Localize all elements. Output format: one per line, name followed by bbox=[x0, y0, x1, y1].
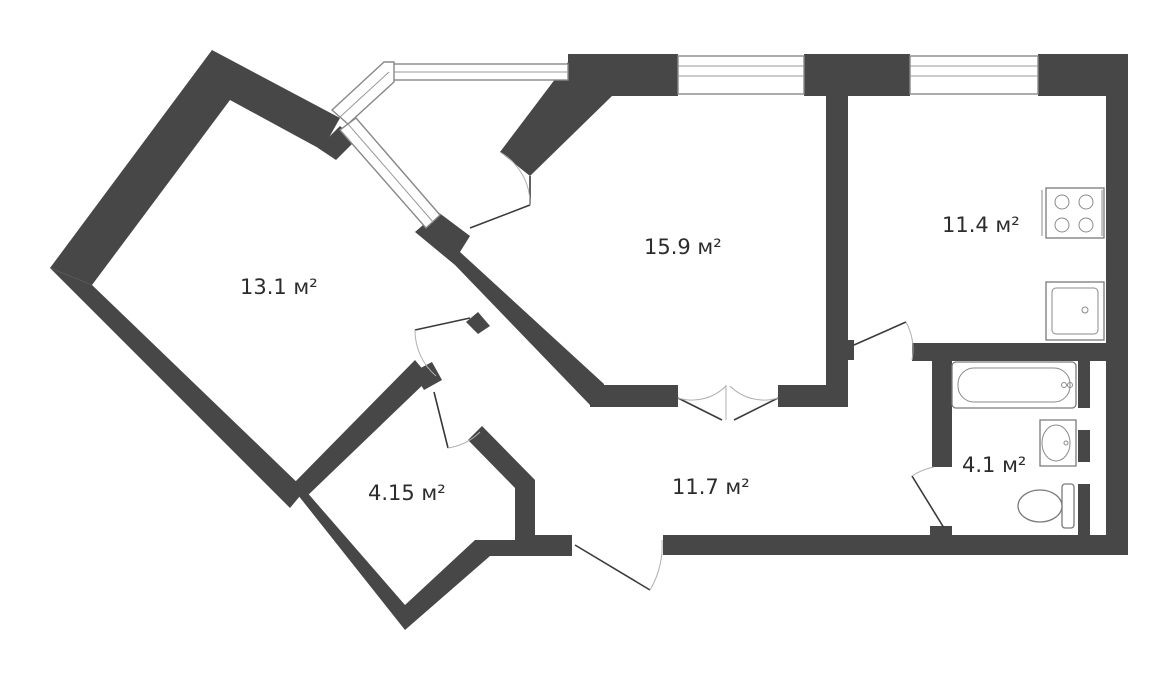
bathroom-area-label: 4.1 м² bbox=[962, 453, 1026, 477]
wall-left-room-top bbox=[50, 50, 340, 285]
door-bathroom bbox=[911, 466, 945, 529]
toilet-icon bbox=[1017, 483, 1075, 529]
door-room-b bbox=[469, 151, 531, 229]
window-room-b bbox=[677, 55, 805, 95]
hallway-area-label: 11.7 м² bbox=[672, 475, 750, 499]
wall-top-2 bbox=[804, 54, 910, 96]
wall-left-room-bottom-left bbox=[50, 268, 305, 508]
wall-storage-top bbox=[292, 360, 430, 498]
wall-room-b-right bbox=[826, 96, 848, 406]
wall-bathroom-left-stub bbox=[930, 526, 952, 536]
room-b-area-label: 15.9 м² bbox=[644, 235, 722, 259]
window-top-left bbox=[391, 63, 569, 81]
stove-icon bbox=[1041, 187, 1105, 239]
kitchen-area-label: 11.4 м² bbox=[942, 213, 1020, 237]
storage-area-label: 4.15 м² bbox=[368, 481, 446, 505]
wall-shaft-1 bbox=[1078, 360, 1090, 408]
wall-diagonal-partition bbox=[415, 212, 604, 405]
door-entrance bbox=[574, 539, 663, 591]
sink-icon bbox=[1045, 281, 1105, 341]
door-storage bbox=[433, 391, 481, 449]
window-kitchen bbox=[909, 55, 1039, 95]
windows bbox=[330, 55, 1039, 230]
room-a-area-label: 13.1 м² bbox=[240, 275, 318, 299]
window-corner bbox=[330, 61, 395, 125]
wall-kitchen-bottom bbox=[912, 343, 1108, 361]
wall-right-outer bbox=[1106, 54, 1128, 554]
fixtures bbox=[951, 187, 1105, 529]
doors bbox=[414, 151, 945, 591]
wall-storage-outer bbox=[290, 485, 572, 630]
washbasin-icon bbox=[1039, 419, 1077, 467]
wall-bathroom-left bbox=[932, 343, 952, 467]
wall-shaft-2 bbox=[1078, 430, 1090, 462]
door-kitchen bbox=[853, 321, 914, 361]
wall-room-b-right-stub bbox=[846, 340, 854, 360]
wall-shaft-3 bbox=[1078, 484, 1090, 536]
wall-room-b-bottom-right bbox=[778, 385, 848, 407]
door-room-b-double bbox=[677, 385, 779, 421]
wall-column-mid bbox=[466, 312, 490, 334]
walls bbox=[50, 50, 1128, 630]
wall-top-1 bbox=[568, 54, 678, 96]
area-labels: 13.1 м² 15.9 м² 11.4 м² 4.15 м² 11.7 м² … bbox=[240, 213, 1026, 505]
wall-storage-right bbox=[468, 426, 535, 540]
wall-column-left bbox=[413, 362, 442, 390]
wall-room-b-bottom-left bbox=[590, 385, 678, 407]
bathtub-icon bbox=[951, 361, 1077, 409]
wall-bottom-left bbox=[515, 535, 572, 555]
window-left-diagonal bbox=[338, 117, 441, 230]
door-left-room bbox=[414, 317, 471, 377]
wall-bottom-right bbox=[663, 535, 1128, 555]
